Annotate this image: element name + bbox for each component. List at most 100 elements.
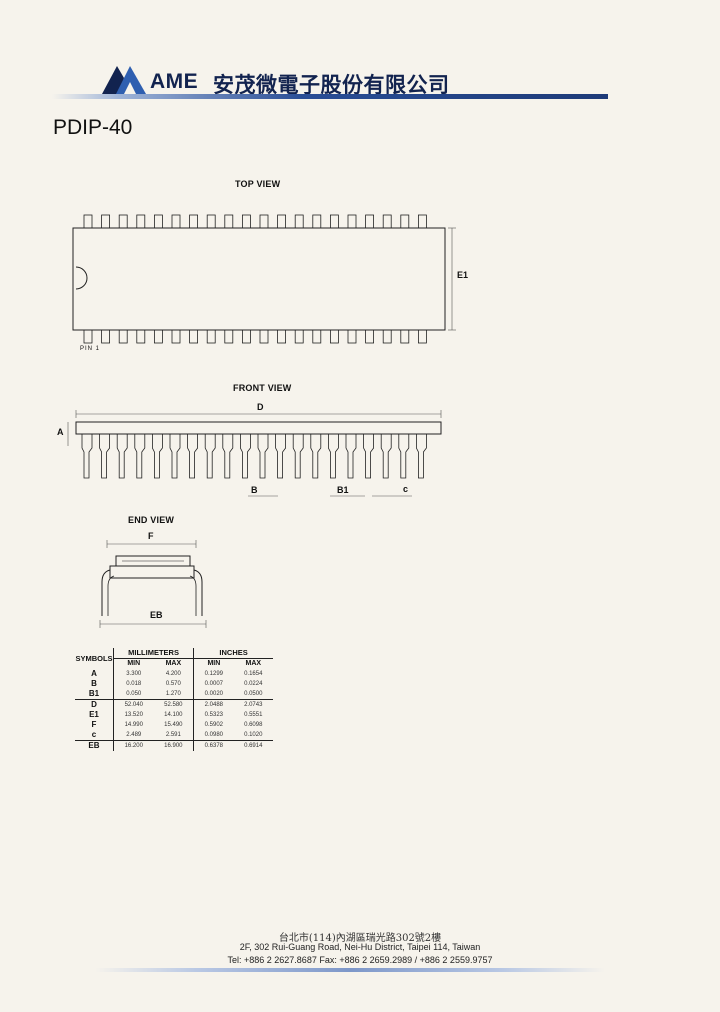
bottom-pin — [83, 329, 93, 344]
top-pin — [206, 214, 216, 229]
value-cell: 0.5902 — [193, 720, 234, 730]
eb-dimension-label: EB — [150, 610, 163, 620]
footer-contact: Tel: +886 2 2627.8687 Fax: +886 2 2659.2… — [227, 955, 493, 965]
bottom-pin — [417, 329, 427, 344]
e1-dimension-label: E1 — [457, 270, 469, 280]
bottom-pin — [206, 329, 216, 344]
top-pin — [400, 214, 410, 229]
value-cell: 0.6378 — [193, 740, 234, 751]
bottom-pin — [347, 329, 357, 344]
front-pin — [99, 434, 110, 479]
front-pin — [81, 434, 93, 479]
symbol-cell: EB — [75, 740, 114, 751]
top-pin — [312, 214, 322, 229]
value-cell: 1.270 — [165, 691, 181, 697]
b-dimension-label: B — [251, 485, 258, 495]
end-view-package-top — [115, 555, 191, 567]
front-view-label: FRONT VIEW — [233, 383, 292, 393]
front-view-package-body — [75, 421, 442, 435]
front-pin — [257, 434, 269, 479]
bottom-pin — [224, 329, 234, 344]
symbol-cell: B1 — [88, 689, 100, 698]
f-dimension-label: F — [148, 531, 154, 541]
value-cell: 16.200 — [112, 740, 154, 751]
value-cell: 52.580 — [153, 699, 194, 710]
value-cell: 4.200 — [165, 671, 181, 677]
value-cell: 0.570 — [165, 681, 181, 687]
front-pin — [363, 434, 374, 479]
front-pin — [310, 434, 322, 479]
a-dimension-label: A — [57, 427, 64, 437]
top-pin — [101, 214, 110, 229]
value-cell: 0.6914 — [233, 740, 273, 751]
top-pin — [365, 214, 375, 229]
end-view-package-bottom — [109, 565, 195, 579]
front-pin — [275, 434, 286, 479]
value-cell: 0.6098 — [244, 722, 263, 728]
pin1-label: PIN 1 — [80, 346, 101, 352]
value-cell: 13.520 — [112, 710, 154, 720]
mm-max-header: MAX — [153, 658, 194, 669]
in-min-header: MIN — [193, 658, 234, 669]
top-view-label: TOP VIEW — [235, 179, 281, 189]
top-pin — [83, 214, 93, 229]
bottom-pin — [294, 329, 304, 344]
front-pin — [169, 434, 181, 479]
top-pin — [382, 214, 392, 229]
header-divider-bar — [52, 94, 608, 99]
bottom-pin — [136, 329, 146, 344]
top-pin — [118, 214, 128, 229]
bottom-pin — [118, 329, 128, 344]
bottom-pin — [241, 329, 251, 344]
top-view-upper-pins — [83, 214, 427, 229]
top-pin — [347, 214, 357, 229]
top-pin — [153, 214, 163, 229]
front-pin — [380, 434, 392, 479]
bottom-pin — [365, 329, 375, 344]
value-cell: 0.018 — [112, 679, 154, 689]
value-cell: 14.990 — [112, 720, 154, 730]
value-cell: 0.0007 — [193, 679, 234, 689]
bottom-pin — [189, 329, 199, 344]
b1-dimension-label: B1 — [337, 485, 349, 495]
c-dimension-label: c — [403, 484, 409, 494]
d-dimension-label: D — [257, 402, 264, 412]
symbol-cell: F — [91, 720, 97, 729]
front-pin — [222, 434, 234, 479]
value-cell: 0.1654 — [244, 671, 263, 677]
inches-header: INCHES — [193, 648, 273, 659]
front-pin — [416, 434, 427, 479]
value-cell: 15.490 — [164, 722, 183, 728]
bottom-pin — [312, 329, 322, 344]
symbol-cell: B — [91, 679, 97, 688]
front-pin — [152, 434, 163, 479]
symbol-cell: E1 — [89, 710, 99, 719]
top-pin — [417, 214, 427, 229]
value-cell: 2.489 — [112, 730, 154, 741]
top-pin — [277, 214, 287, 229]
top-pin — [189, 214, 199, 229]
end-view-left-lead — [101, 569, 111, 616]
front-pin — [328, 434, 339, 479]
front-pin — [240, 434, 251, 479]
bottom-pin — [171, 329, 181, 344]
value-cell: 16.900 — [153, 740, 194, 751]
top-pin — [294, 214, 304, 229]
front-view-pins — [81, 434, 427, 479]
bottom-pin — [101, 329, 110, 344]
value-cell: 0.0020 — [193, 689, 234, 700]
top-view-package-body — [72, 227, 446, 331]
symbols-header: SYMBOLS — [75, 653, 113, 663]
dimensions-table: SYMBOLS MILLIMETERS INCHES MIN MAX MIN M… — [75, 648, 273, 751]
brand-name: AME — [150, 70, 199, 93]
top-pin — [171, 214, 181, 229]
symbol-cell: A — [91, 669, 97, 678]
end-view-right-lead — [193, 569, 203, 616]
